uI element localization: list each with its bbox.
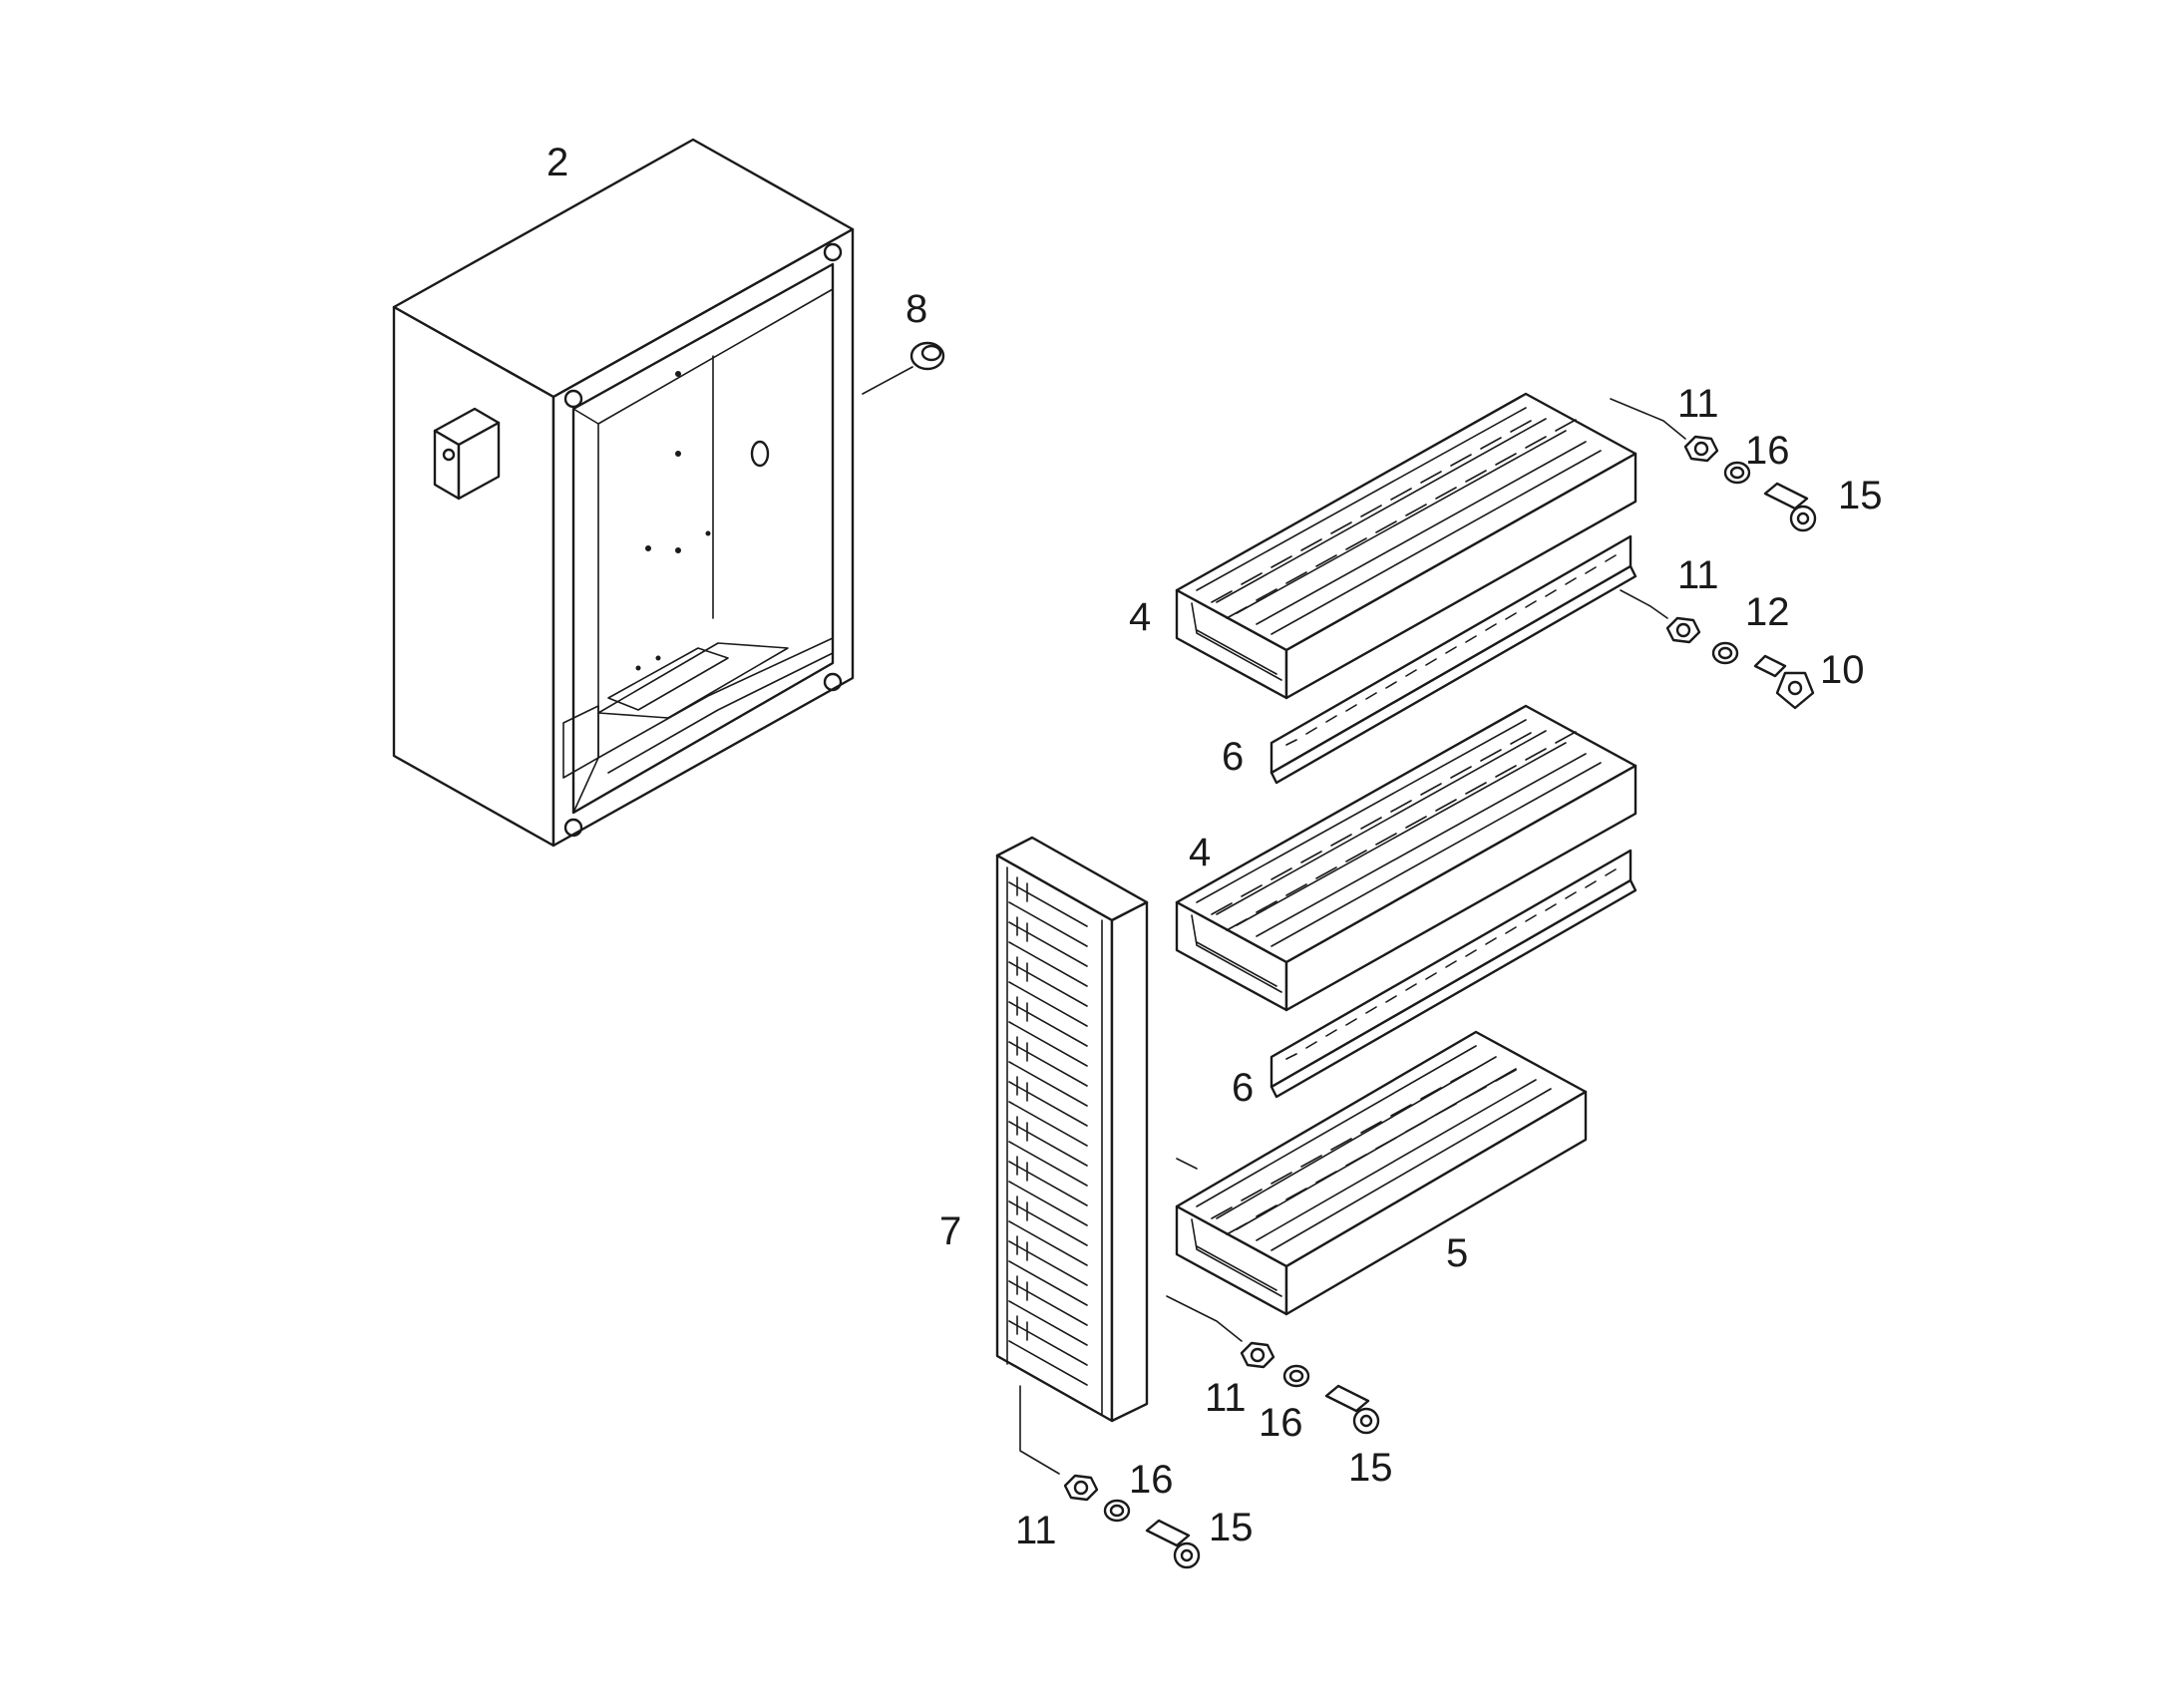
din-rail-upper xyxy=(1270,534,1637,785)
callout-6-upper: 6 xyxy=(1222,735,1244,779)
callout-16-upper: 16 xyxy=(1745,429,1790,473)
callout-7: 7 xyxy=(939,1209,961,1253)
callout-12: 12 xyxy=(1745,590,1790,634)
callout-16-vertical-duct: 16 xyxy=(1129,1458,1174,1502)
hardware-group-vertical-duct xyxy=(1019,1385,1201,1569)
callout-11-upper: 11 xyxy=(1677,382,1719,426)
callout-4-upper: 4 xyxy=(1129,595,1151,639)
cable-gland xyxy=(862,341,945,395)
hardware-group-upper xyxy=(1610,398,1817,532)
callout-6-lower: 6 xyxy=(1232,1066,1254,1110)
callout-5: 5 xyxy=(1446,1231,1468,1275)
callout-16-short-duct: 16 xyxy=(1259,1401,1303,1445)
callout-15-vertical-duct: 15 xyxy=(1209,1506,1254,1549)
callout-4-lower: 4 xyxy=(1189,831,1211,874)
cable-duct-lower xyxy=(1175,704,1637,1012)
hardware-group-short-duct xyxy=(1166,1158,1380,1435)
callout-11-rail: 11 xyxy=(1677,553,1719,597)
hardware-group-rail xyxy=(1620,589,1815,710)
cable-duct-vertical xyxy=(995,836,1149,1423)
cable-duct-upper xyxy=(1175,392,1637,700)
din-rail-lower xyxy=(1270,849,1637,1099)
callout-15-short-duct: 15 xyxy=(1348,1446,1393,1490)
enclosure-box xyxy=(392,138,855,848)
callout-11-vertical-duct: 11 xyxy=(1015,1509,1057,1552)
callout-8: 8 xyxy=(906,287,927,331)
callout-15-upper: 15 xyxy=(1838,474,1883,517)
cable-duct-short xyxy=(1175,1030,1588,1316)
callout-10: 10 xyxy=(1820,648,1865,692)
callout-2: 2 xyxy=(546,141,568,184)
callout-11-short-duct: 11 xyxy=(1205,1376,1247,1420)
